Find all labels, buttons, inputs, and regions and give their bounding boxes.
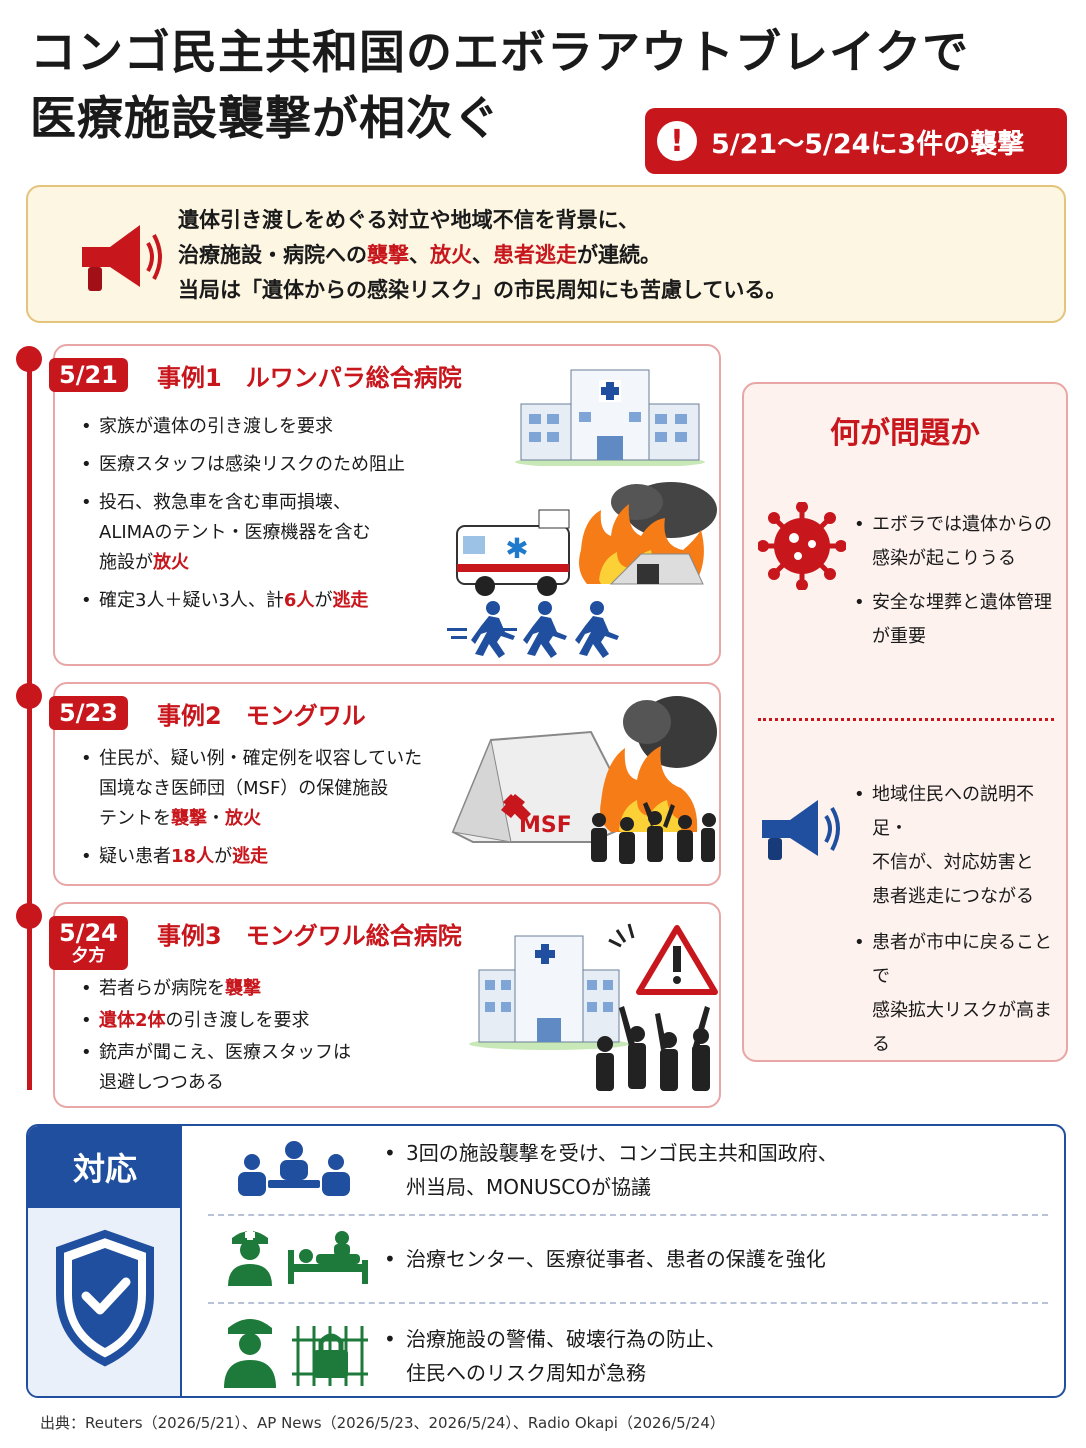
intro-line1: 遺体引き渡しをめぐる対立や地域不信を背景に、 [178, 208, 639, 232]
timeline-dot [16, 903, 42, 929]
megaphone-icon [82, 225, 162, 291]
divider [208, 1214, 1048, 1216]
timeline-line [27, 350, 32, 1090]
case-bullet: 住民が、疑い例・確定例を収容していた国境なき医師団（MSF）の保健施設テントを襲… [81, 744, 501, 834]
guard-lock-icon [224, 1319, 368, 1388]
response-item: •治療センター、医療従事者、患者の保護を強化 [384, 1247, 826, 1271]
megaphone-icon [762, 800, 840, 860]
medic-patient-icon [228, 1230, 368, 1286]
badge-text: 5/21〜5/24に3件の襲撃 [711, 128, 1025, 160]
intro-line3: 当局は「遺体からの感染リスク」の市民周知にも苦慮している。 [178, 278, 787, 302]
page-title-line2: 医療施設襲撃が相次ぐ [30, 91, 500, 145]
case-bullet: 遺体2体の引き渡しを要求 [81, 1006, 481, 1036]
intro-line2: 治療施設・病院への襲撃、放火、患者逃走が連続。 [178, 243, 661, 267]
response-side [28, 1208, 182, 1396]
exclamation-icon: ! [657, 121, 697, 161]
virus-icon [758, 502, 846, 590]
hospital-icon [515, 369, 705, 466]
meeting-icon [238, 1141, 350, 1196]
case-title: 事例1 ルワンパラ総合病院 [157, 364, 462, 392]
running-people-icon [447, 601, 619, 658]
shield-check-icon [56, 1229, 154, 1367]
msf-tent-fire-icon: MSF [451, 696, 717, 864]
timeline-dot [16, 683, 42, 709]
case-card-1: 5/21 事例1 ルワンパラ総合病院 家族が遺体の引き渡しを要求 医療スタッフは… [49, 344, 721, 666]
msf-label: MSF [519, 813, 572, 838]
case-date: 5/21 [49, 358, 128, 392]
ambulance-fire-icon: ✱ [456, 482, 717, 596]
divider [208, 1302, 1048, 1304]
response-heading: 対応 [28, 1126, 182, 1208]
response-panel: 対応 •3回の施設襲撃を受け、コンゴ民主共和国政府、州当局、MONUSCOが協議… [26, 1124, 1066, 1398]
response-item: •治療施設の警備、破壊行為の防止、住民へのリスク周知が急務 [384, 1327, 726, 1385]
intro-box: 遺体引き渡しをめぐる対立や地域不信を背景に、 治療施設・病院への襲撃、放火、患者… [26, 185, 1066, 323]
case-bullet: 家族が遺体の引き渡しを要求 [81, 412, 481, 442]
case-bullet: 疑い患者18人が逃走 [81, 842, 501, 872]
source-note: 出典：Reuters（2026/5/21）、AP News（2026/5/23、… [40, 1414, 725, 1432]
case-bullet: 確定3人＋疑い3人、計6人が逃走 [81, 586, 481, 616]
hospital-attack-icon [469, 923, 718, 1091]
problem-heading: 何が問題か [830, 416, 980, 451]
page-title-line1: コンゴ民主共和国のエボラアウトブレイクで [30, 25, 970, 79]
case-title: 事例2 モングワル [157, 702, 366, 730]
timeline-dot [16, 346, 42, 372]
case-bullet: 若者らが病院を襲撃 [81, 974, 481, 1004]
case-date: 5/23 [49, 696, 128, 730]
case-title: 事例3 モングワル総合病院 [157, 922, 462, 950]
attack-count-badge: ! 5/21〜5/24に3件の襲撃 [645, 108, 1067, 174]
divider [758, 718, 1054, 721]
case-bullet: 医療スタッフは感染リスクのため阻止 [81, 450, 481, 480]
response-item: •3回の施設襲撃を受け、コンゴ民主共和国政府、州当局、MONUSCOが協議 [384, 1141, 838, 1199]
case-card-2: 5/23 事例2 モングワル 住民が、疑い例・確定例を収容していた国境なき医師団… [49, 682, 721, 886]
svg-text:✱: ✱ [505, 532, 528, 565]
